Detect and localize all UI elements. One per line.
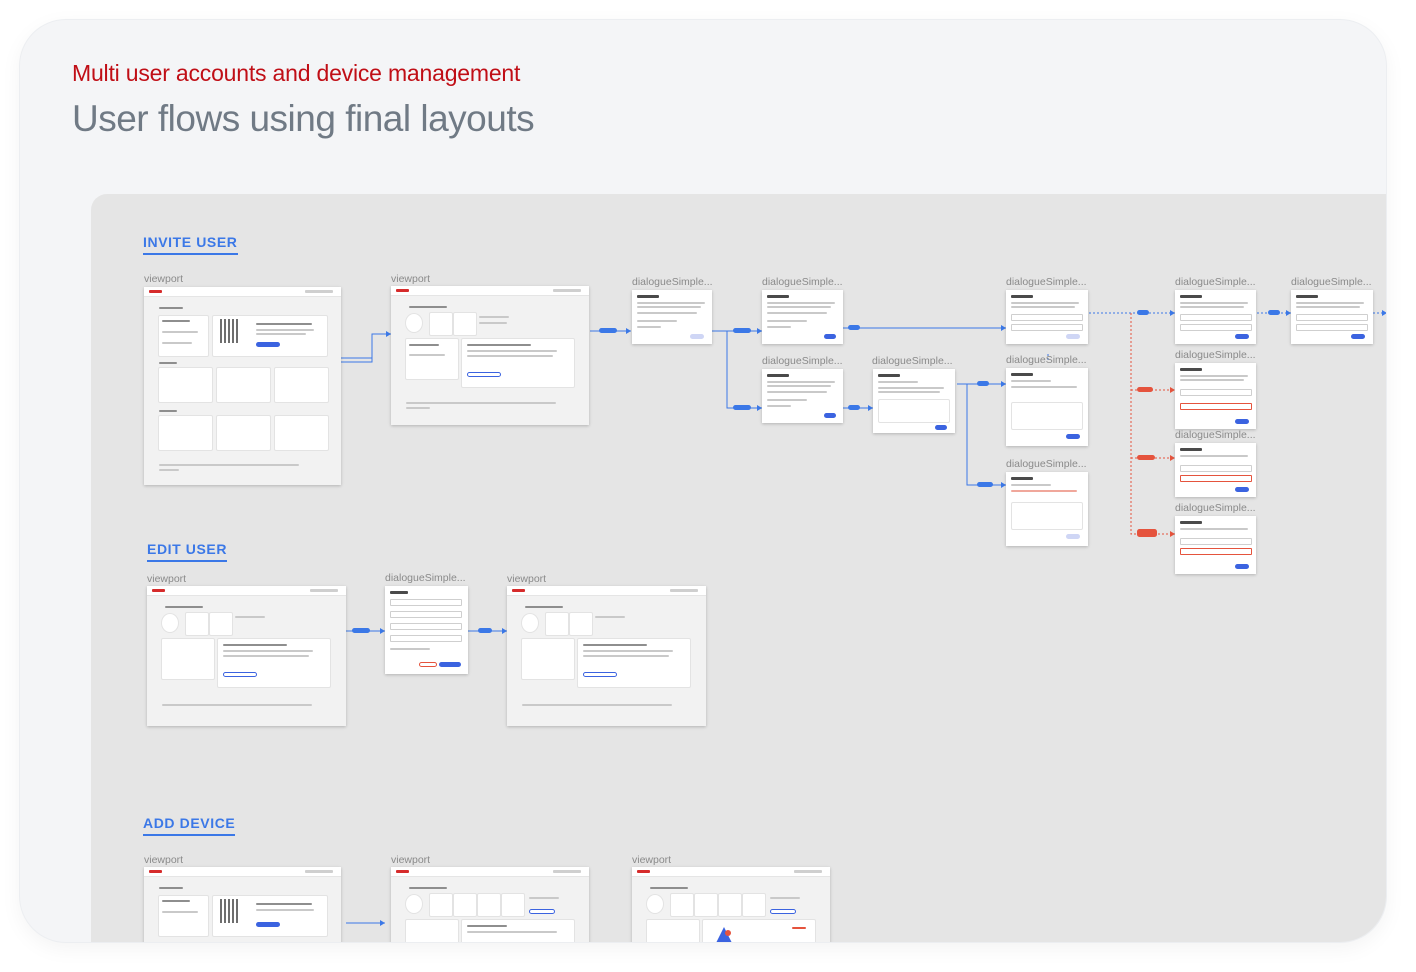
frame-label: viewport [144, 273, 184, 285]
frame-label: viewport [391, 273, 431, 285]
dialog-invite-user-6[interactable] [1006, 368, 1088, 446]
section-edit-user: EDIT USER [147, 541, 228, 562]
dialog-invite-user-10[interactable] [1175, 443, 1256, 497]
frame-label: dialogueSimple... [1175, 276, 1256, 288]
page-title: User flows using final layouts [72, 98, 535, 139]
dialog-invite-user-12[interactable] [1291, 290, 1373, 344]
frame-label: dialogueSimple... [1006, 458, 1087, 470]
frame-label: dialogueSimple... [872, 355, 953, 367]
device-illustration-icon [716, 927, 732, 942]
frame-label: dialogueSimple... [1006, 354, 1087, 366]
viewport-edit-users-frame[interactable] [147, 586, 346, 726]
frame-label: viewport [144, 854, 184, 866]
frame-label: viewport [632, 854, 672, 866]
frame-label: dialogueSimple... [1175, 349, 1256, 361]
section-add-device: ADD DEVICE [143, 815, 236, 836]
flow-canvas[interactable]: INVITE USER EDIT USER ADD DEVICE [91, 194, 1386, 942]
viewport-users-devices-frame[interactable] [391, 286, 589, 425]
dialog-invite-user-1[interactable] [632, 290, 712, 344]
viewport-add-device-list-frame[interactable] [391, 867, 589, 942]
frame-label: dialogueSimple... [385, 572, 466, 584]
dialog-invite-user-9[interactable] [1175, 363, 1256, 429]
frame-label: dialogueSimple... [1291, 276, 1372, 288]
section-invite-user: INVITE USER [143, 234, 238, 255]
dialog-invite-user-7[interactable] [1006, 472, 1088, 546]
project-kicker: Multi user accounts and device managemen… [72, 60, 521, 86]
flow-connectors [326, 310, 1386, 926]
frame-label: dialogueSimple... [1175, 429, 1256, 441]
dialog-invite-user-3[interactable] [762, 369, 843, 423]
dialog-invite-user-11[interactable] [1175, 516, 1256, 574]
dialog-invite-user-8[interactable] [1175, 290, 1256, 344]
dialog-edit-user[interactable] [385, 586, 468, 674]
viewport-my-account-frame[interactable] [144, 287, 341, 485]
frame-label: dialogueSimple... [762, 276, 843, 288]
viewport-add-device-select-frame[interactable] [632, 867, 830, 942]
dialog-invite-user-4[interactable] [873, 369, 955, 433]
frame-label: dialogueSimple... [762, 355, 843, 367]
frame-label: dialogueSimple... [632, 276, 713, 288]
viewport-edited-users-frame[interactable] [507, 586, 706, 726]
viewport-add-device-account-frame[interactable] [144, 867, 341, 942]
dialog-invite-user-5[interactable] [1006, 290, 1088, 344]
frame-label: viewport [391, 854, 431, 866]
dialog-invite-user-2[interactable] [762, 290, 843, 344]
frame-label: viewport [507, 573, 547, 585]
presentation-card: Multi user accounts and device managemen… [20, 20, 1386, 942]
frame-label: dialogueSimple... [1006, 276, 1087, 288]
frame-label: viewport [147, 573, 187, 585]
frame-label: dialogueSimple... [1175, 502, 1256, 514]
